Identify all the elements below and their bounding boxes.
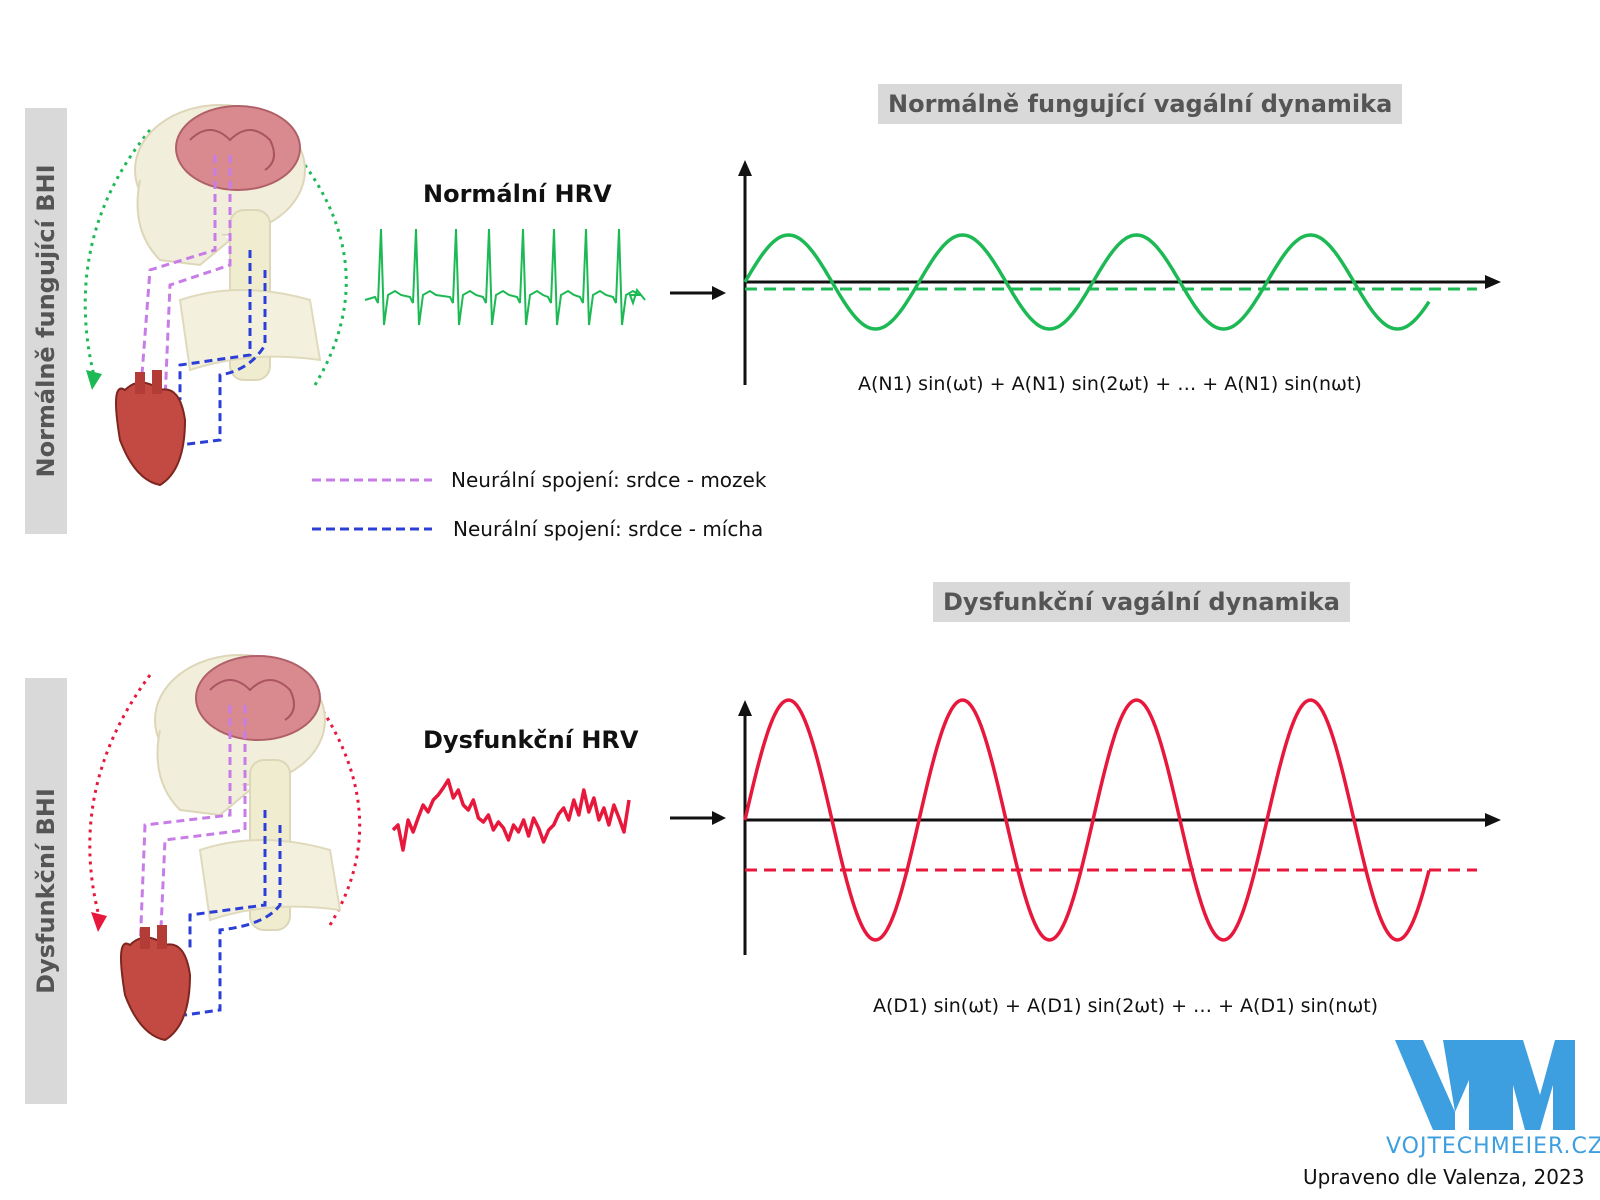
arrow-right-icon-normal	[670, 286, 726, 300]
curved-arrow-right-icon	[283, 139, 348, 386]
hrv-trace-dysfunctional	[391, 778, 631, 852]
legend-line-brain	[312, 478, 432, 482]
section-title-dysfunctional: Dysfunkční vagální dynamika	[933, 582, 1350, 622]
sine-wave-line	[743, 233, 1431, 331]
sine-wave-line	[743, 698, 1431, 942]
hrv-title-normal: Normální HRV	[423, 180, 612, 208]
arrow-head-down-icon	[91, 912, 107, 932]
formula-dysfunctional: A(D1) sin(ωt) + A(D1) sin(2ωt) + … + A(D…	[873, 995, 1379, 1017]
brain-icon	[195, 655, 321, 741]
legend-line-spine	[312, 527, 432, 531]
neural-path-brain	[138, 155, 217, 401]
y-axis-arrow-icon	[738, 700, 752, 716]
irregular-trace-line	[391, 778, 631, 852]
side-label-normal-text: Normálně fungující BHI	[32, 164, 60, 478]
wave-chart-normal	[738, 160, 1501, 385]
brain-icon	[175, 105, 301, 191]
arrow-head-down-icon	[86, 370, 102, 390]
x-axis-arrow-icon	[1485, 275, 1501, 289]
credit-text: Upraveno dle Valenza, 2023	[1303, 1165, 1585, 1189]
side-label-dysfunctional-text: Dysfunkční BHI	[32, 788, 60, 994]
neural-path-spine	[178, 250, 252, 400]
neural-path-brain	[138, 705, 232, 951]
curved-arrow-left-icon	[88, 674, 152, 921]
side-label-normal: Normálně fungující BHI	[25, 108, 67, 534]
arrow-right-icon-dysfunctional	[670, 811, 726, 825]
section-title-normal: Normálně fungující vagální dynamika	[878, 84, 1403, 124]
curved-arrow-right-icon	[303, 684, 362, 926]
legend-label-spine: Neurální spojení: srdce - mícha	[453, 517, 764, 541]
anatomy-illustration-dysfunctional	[88, 654, 362, 1042]
heart-icon	[115, 381, 187, 487]
hrv-trace-normal	[364, 228, 646, 326]
ecg-trace-line	[364, 228, 646, 326]
heart-icon	[120, 936, 192, 1042]
side-label-dysfunctional: Dysfunkční BHI	[25, 678, 67, 1104]
brand-name[interactable]: VOJTECHMEIER.CZ	[1386, 1134, 1600, 1159]
anatomy-illustration-normal	[83, 104, 348, 487]
hrv-title-dysfunctional: Dysfunkční HRV	[423, 726, 639, 754]
x-axis-arrow-icon	[1485, 813, 1501, 827]
neural-path-spine	[188, 810, 267, 950]
formula-normal: A(N1) sin(ωt) + A(N1) sin(2ωt) + … + A(N…	[858, 373, 1362, 395]
y-axis-arrow-icon	[738, 160, 752, 176]
wave-chart-dysfunctional	[738, 698, 1501, 955]
legend-label-brain: Neurální spojení: srdce - mozek	[451, 468, 767, 492]
brand-logo-icon	[1395, 1040, 1575, 1130]
